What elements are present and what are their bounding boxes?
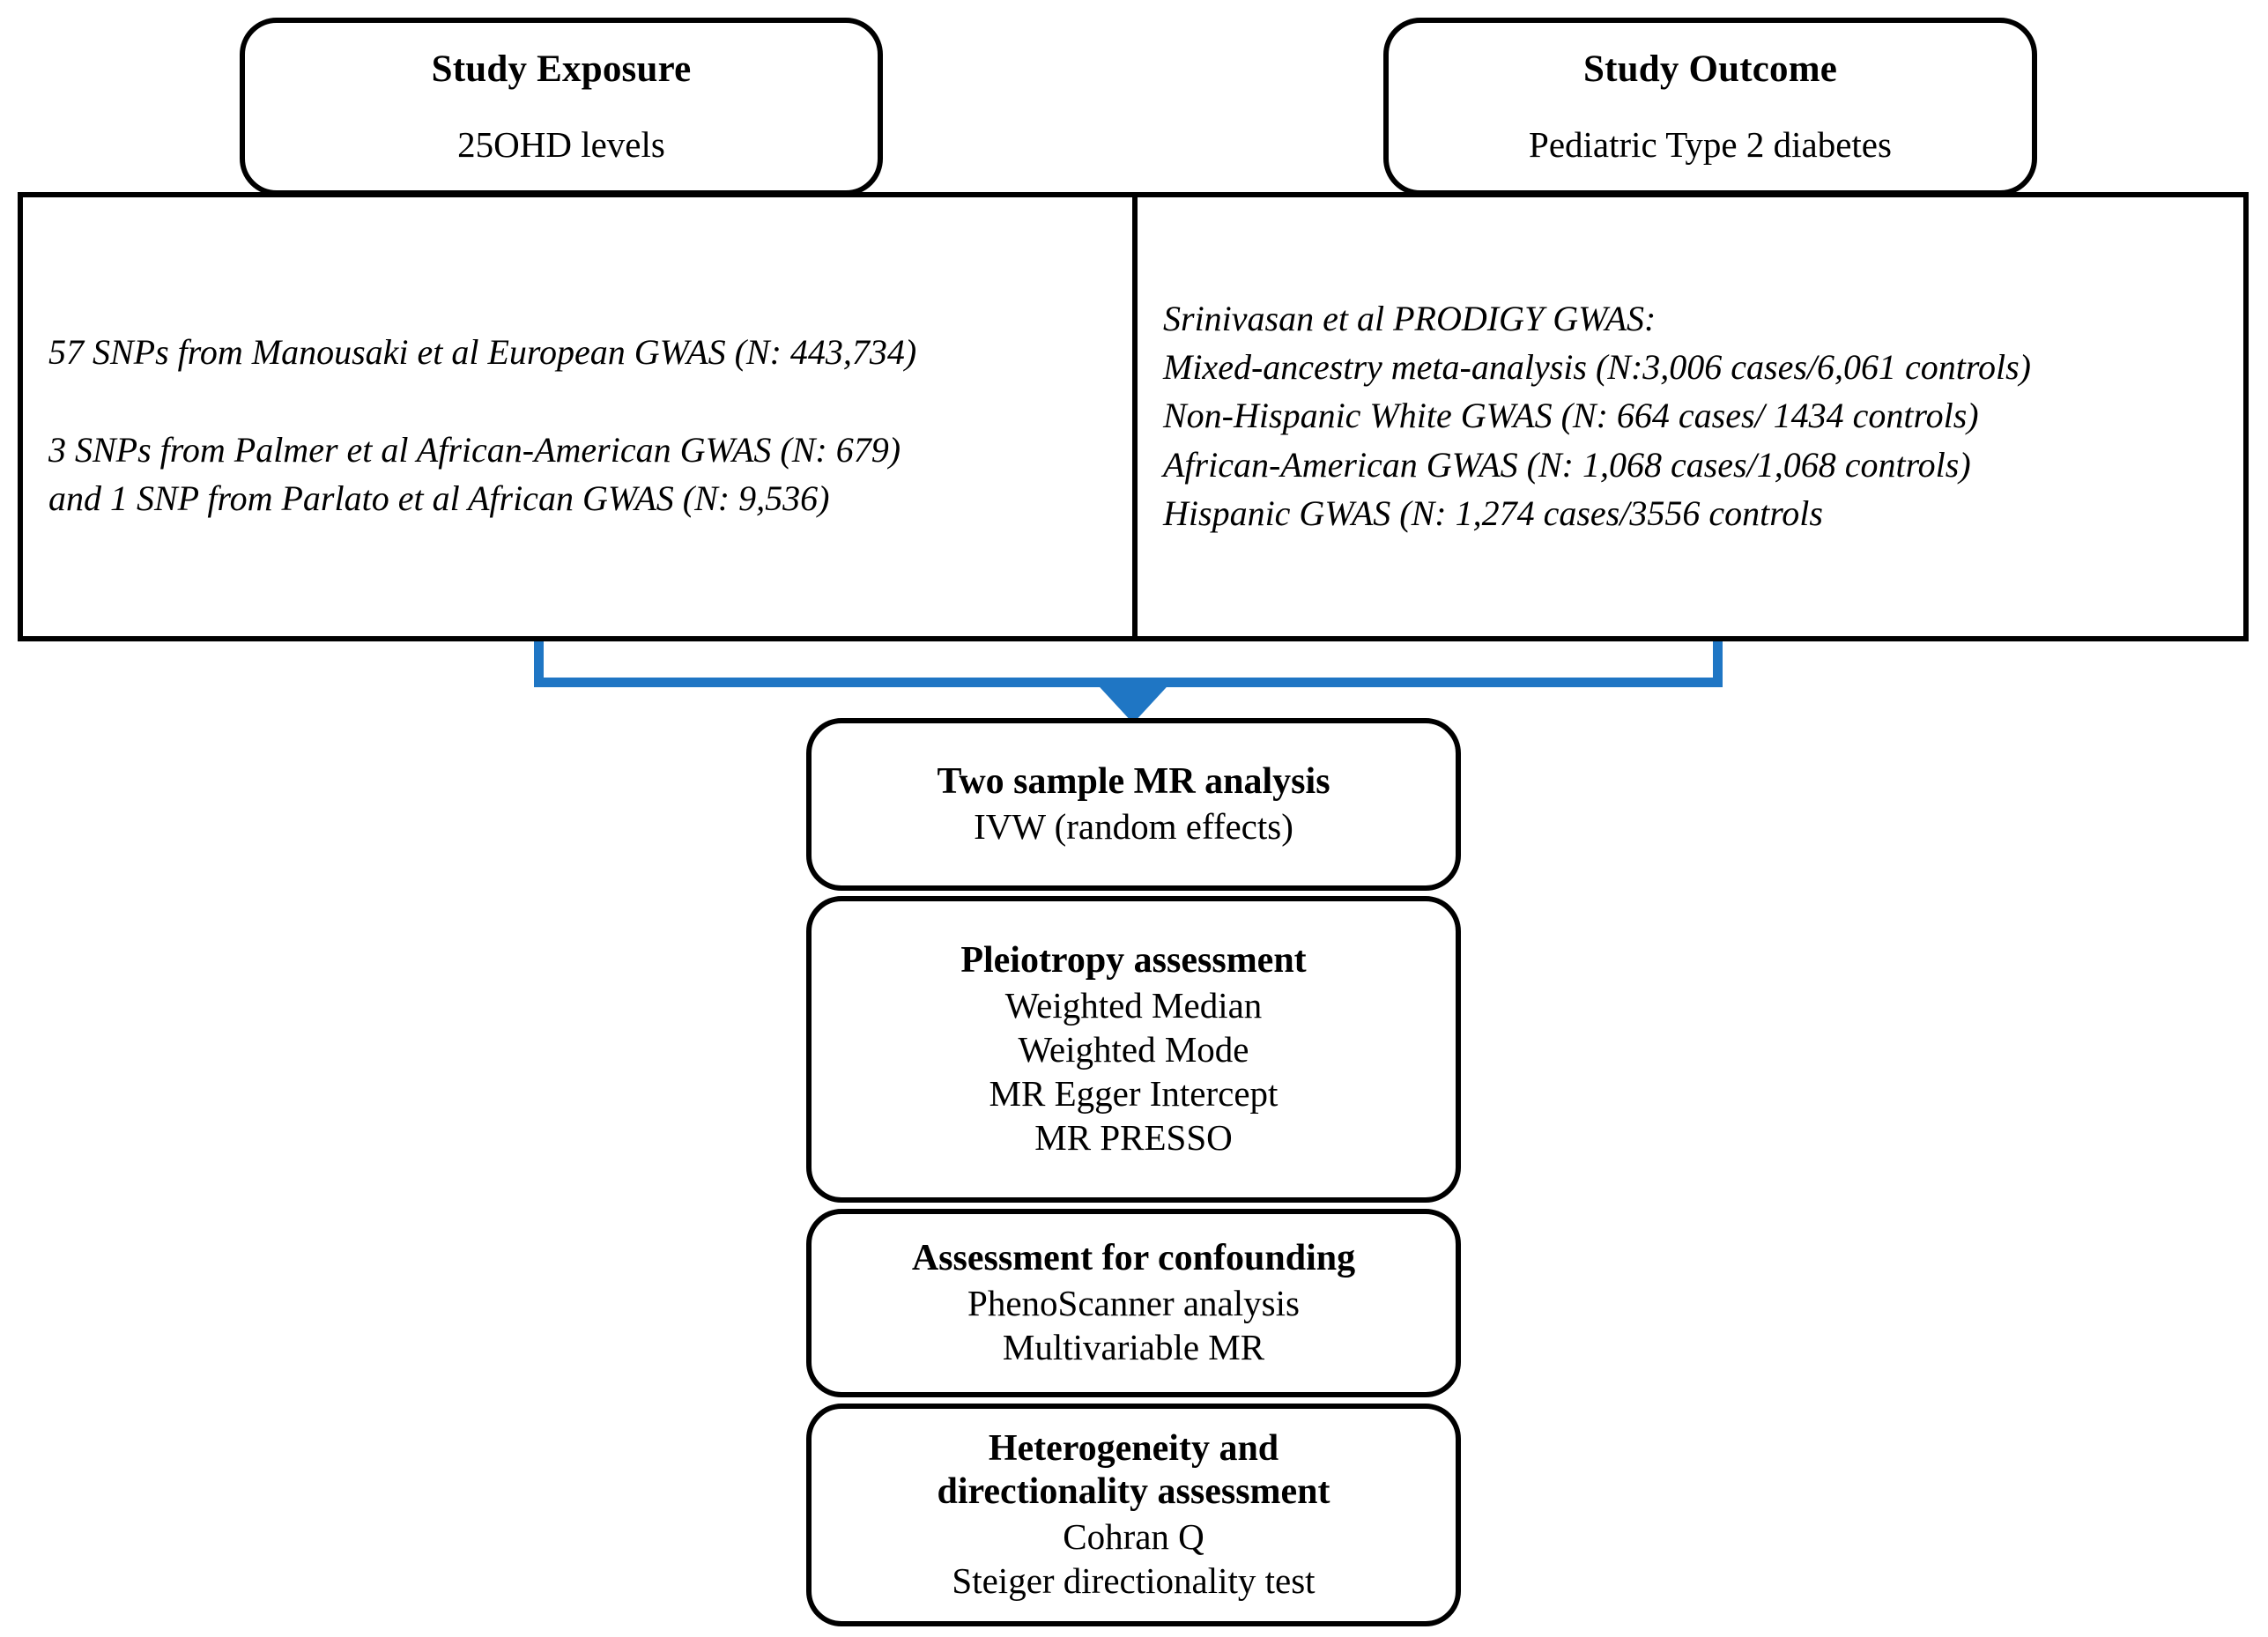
analysis-box-item: Cohran Q — [1063, 1516, 1204, 1558]
analysis-box-item: MR Egger Intercept — [989, 1072, 1279, 1114]
exposure-detail-line-3: and 1 SNP from Parlato et al African GWA… — [48, 478, 830, 519]
outcome-detail-line-3: Non-Hispanic White GWAS (N: 664 cases/ 1… — [1163, 396, 1979, 436]
analysis-box-pleiotropy: Pleiotropy assessment Weighted Median We… — [806, 896, 1461, 1203]
study-outcome-title: Study Outcome — [1582, 48, 1838, 90]
analysis-box-item: MR PRESSO — [1034, 1116, 1233, 1158]
analysis-box-title: Pleiotropy assessment — [960, 940, 1307, 981]
analysis-box-item: Weighted Median — [1004, 984, 1263, 1026]
panel-divider — [1132, 192, 1138, 641]
study-outcome-subtitle: Pediatric Type 2 diabetes — [1529, 124, 1892, 166]
analysis-box-item: Multivariable MR — [1002, 1326, 1265, 1367]
study-exposure-title: Study Exposure — [431, 48, 692, 90]
connector-left-vertical — [534, 641, 544, 687]
analysis-box-item: IVW (random effects) — [974, 805, 1293, 847]
analysis-box-item: PhenoScanner analysis — [967, 1282, 1300, 1323]
analysis-box-title: Two sample MR analysis — [937, 761, 1330, 803]
analysis-box-item: Weighted Mode — [1018, 1028, 1249, 1070]
outcome-detail-line-5: Hispanic GWAS (N: 1,274 cases/3556 contr… — [1163, 493, 1823, 533]
outcome-detail-line-1: Srinivasan et al PRODIGY GWAS: — [1163, 299, 1657, 338]
analysis-box-title: Assessment for confounding — [911, 1238, 1356, 1279]
analysis-box-heterogeneity: Heterogeneity and directionality assessm… — [806, 1404, 1461, 1626]
analysis-box-two-sample-mr: Two sample MR analysis IVW (random effec… — [806, 718, 1461, 891]
outcome-details-column: Srinivasan et al PRODIGY GWAS: Mixed-anc… — [1163, 240, 2234, 610]
outcome-detail-line-4: African-American GWAS (N: 1,068 cases/1,… — [1163, 444, 1971, 485]
analysis-box-title-line-1: Heterogeneity and — [988, 1427, 1279, 1469]
outcome-detail-line-2: Mixed-ancestry meta-analysis (N:3,006 ca… — [1163, 347, 2031, 388]
analysis-box-confounding: Assessment for confounding PhenoScanner … — [806, 1209, 1461, 1397]
analysis-box-title-line-2: directionality assessment — [937, 1471, 1330, 1513]
exposure-details-column: 57 SNPs from Manousaki et al European GW… — [48, 240, 1119, 610]
connector-right-vertical — [1713, 641, 1723, 687]
study-exposure-header-box: Study Exposure 25OHD levels — [240, 18, 883, 196]
connector-arrowhead — [1091, 678, 1175, 723]
analysis-box-item: Steiger directionality test — [952, 1560, 1316, 1602]
exposure-detail-line-2: 3 SNPs from Palmer et al African-America… — [48, 430, 901, 470]
exposure-detail-line-1: 57 SNPs from Manousaki et al European GW… — [48, 332, 917, 372]
study-outcome-header-box: Study Outcome Pediatric Type 2 diabetes — [1383, 18, 2037, 196]
study-exposure-subtitle: 25OHD levels — [457, 124, 665, 166]
